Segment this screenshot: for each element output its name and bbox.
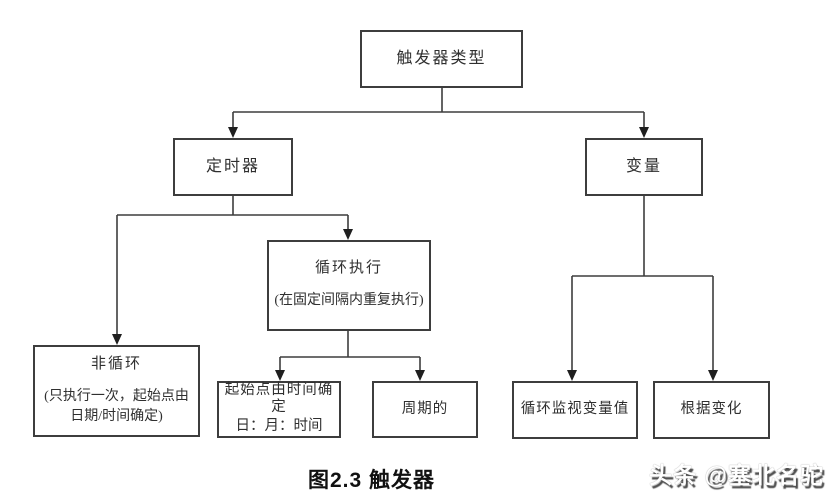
node-non-loop-note: (只执行一次，起始点由 日期/时间确定): [44, 387, 189, 428]
node-monitor-variable: 循环监视变量值: [512, 381, 638, 439]
figure-caption: 图2.3 触发器: [308, 469, 436, 492]
node-non-loop-note-line2: 日期/时间确定): [70, 409, 163, 424]
node-non-loop-label: 非循环: [90, 355, 142, 372]
node-start-point: 起始点由时间确定 日：月：时间: [217, 381, 341, 438]
node-variable: 变量: [585, 138, 703, 196]
watermark-toutiao: 头条 @塞北名驼: [649, 462, 824, 488]
node-monitor-variable-label: 循环监视变量值: [520, 401, 630, 418]
node-periodic: 周期的: [372, 381, 478, 438]
node-non-loop: 非循环 (只执行一次，起始点由 日期/时间确定): [33, 345, 200, 437]
node-start-point-note: 日：月：时间: [235, 418, 323, 435]
node-loop-exec-label: 循环执行: [314, 260, 383, 277]
node-periodic-label: 周期的: [401, 400, 449, 417]
node-trigger-type: 触发器类型: [360, 30, 523, 88]
node-trigger-type-label: 触发器类型: [396, 50, 487, 68]
node-non-loop-note-line1: (只执行一次，起始点由: [44, 388, 189, 404]
node-on-change-label: 根据变化: [680, 401, 743, 418]
node-on-change: 根据变化: [653, 381, 770, 439]
arrow-down-icon: [112, 127, 718, 381]
node-timer: 定时器: [173, 138, 293, 196]
node-loop-exec: 循环执行 (在固定间隔内重复执行): [267, 240, 431, 331]
node-timer-label: 定时器: [205, 158, 260, 176]
node-start-point-label: 起始点由时间确定: [224, 381, 334, 415]
node-variable-label: 变量: [625, 158, 662, 176]
node-loop-exec-note: (在固定间隔内重复执行): [274, 293, 424, 309]
